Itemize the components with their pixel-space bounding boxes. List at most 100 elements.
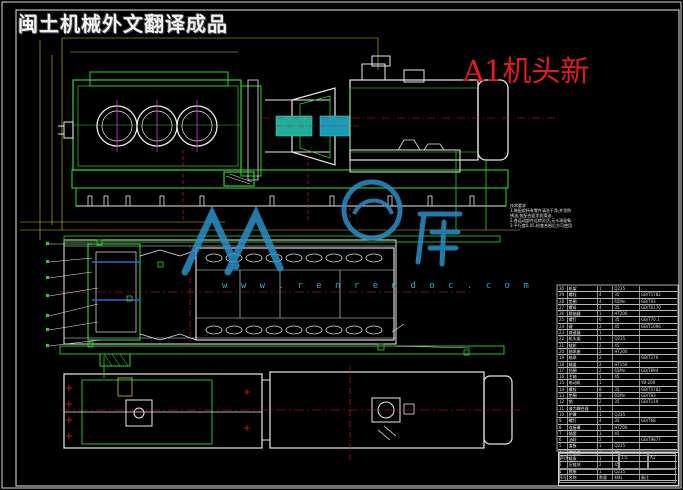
bom-cell: 15 — [558, 380, 568, 386]
bom-cell: 45 — [613, 430, 640, 437]
bom-cell: Q235 — [613, 468, 640, 474]
bom-cell: GB/T6170 — [640, 304, 661, 310]
bom-cell: 2 — [598, 342, 614, 348]
bom-cell: 65Mn — [613, 298, 640, 304]
bom-cell: 12 — [558, 399, 568, 405]
bom-cell: 螺栓 — [568, 386, 599, 392]
bom-cell: 65Mn — [613, 393, 640, 399]
bom-cell: 主轴 — [568, 374, 599, 380]
bom-cell: 8 — [558, 424, 568, 430]
bom-cell — [640, 431, 677, 436]
bom-cell — [640, 374, 677, 379]
bom-cell: HT200 — [613, 311, 640, 317]
bom-cell: 65Mn — [613, 367, 640, 374]
bom-cell: 17 — [558, 367, 568, 374]
tech-note-line: 3.平行度0.05,检查合格后方可使用. — [510, 223, 574, 228]
bom-cell: 电动机 — [568, 380, 599, 386]
bom-cell: 1 — [598, 468, 614, 474]
bom-cell: YB-200 — [640, 380, 656, 386]
bom-cell: 减速器 — [568, 330, 599, 336]
bom-cell: 18 — [558, 361, 568, 367]
bom-cell: 4 — [598, 304, 614, 311]
bom-cell: 26 — [558, 311, 568, 317]
bom-cell: 压链块 — [568, 462, 599, 468]
bom-cell: 28 — [558, 298, 568, 304]
bom-cell: GB/T93 — [640, 298, 656, 304]
bom-cell — [640, 349, 677, 354]
bom-cell: 21 — [558, 342, 568, 348]
bom-cell: 垫圈 — [568, 298, 599, 304]
bom-cell: GB/T5782 — [640, 386, 661, 392]
bom-cell: 挡圈 — [568, 367, 599, 374]
bom-cell: 2 — [598, 462, 614, 468]
bom-cell: 3 — [558, 456, 568, 462]
bom-cell: 1 — [598, 286, 614, 292]
bom-cell: 盖板 — [568, 443, 599, 449]
bom-cell: 机头架 — [568, 336, 599, 342]
title-block-footer — [559, 469, 676, 483]
bom-cell: 1 — [558, 468, 568, 474]
lower-plan-view — [60, 353, 520, 462]
bom-cell: 2 — [598, 355, 614, 361]
title-block-sheet: A1 — [648, 453, 676, 469]
bom-cell: 4 — [598, 292, 614, 298]
bom-cell: 2 — [598, 361, 614, 367]
bom-cell: 液力耦合器 — [568, 405, 599, 411]
bom-cell — [613, 405, 640, 411]
bom-cell: 1 — [598, 424, 614, 430]
bom-cell — [640, 406, 677, 411]
tech-note-line: 技术要求 — [510, 203, 526, 208]
bom-cell: 4 — [598, 418, 614, 424]
bom-cell: Q235 — [613, 336, 640, 342]
bom-cell: 22 — [558, 336, 568, 342]
bom-cell: Q235 — [613, 286, 640, 292]
title-block-scale: 1:5 — [619, 453, 648, 469]
bom-cell: GB/T9877 — [640, 437, 661, 443]
bom-cell: HT200 — [613, 424, 640, 430]
bom-cell — [613, 437, 640, 443]
bom-cell: 键 — [568, 323, 599, 330]
bom-cell: 14 — [558, 386, 568, 392]
bom-cell — [613, 456, 640, 462]
title-block: 机头 1:5 A1 — [558, 452, 679, 486]
bom-cell: 序号 — [559, 474, 568, 481]
bom-cell: 24 — [558, 323, 568, 330]
bom-cell: 4 — [598, 298, 614, 304]
bom-cell: 45 — [613, 323, 640, 330]
bom-cell: 1 — [598, 456, 614, 462]
bom-cell: 销 — [568, 399, 599, 405]
bom-cell: 备注 — [640, 474, 649, 480]
bom-cell: 9 — [558, 418, 568, 424]
bom-cell: 2 — [558, 462, 568, 468]
bom-cell: 轴承座 — [568, 348, 599, 355]
title-block-name: 机头 — [559, 453, 619, 469]
bom-cell: 35 — [613, 386, 640, 392]
bom-cell: 轴承 — [568, 355, 599, 361]
bom-cell: 连接罩 — [568, 424, 599, 430]
bom-cell — [640, 343, 677, 348]
inner-frame — [15, 9, 680, 487]
banner-title: 闽土机械外文翻译成品 — [18, 12, 228, 36]
bom-cell — [640, 330, 677, 335]
bom-cell: 13 — [558, 393, 568, 399]
bom-cell — [640, 443, 677, 448]
bom-cell: GB/T1096 — [640, 323, 661, 329]
bom-cell: 1 — [598, 430, 614, 437]
bom-cell: 垫圈 — [568, 393, 599, 399]
bom-cell: 35 — [613, 292, 640, 298]
